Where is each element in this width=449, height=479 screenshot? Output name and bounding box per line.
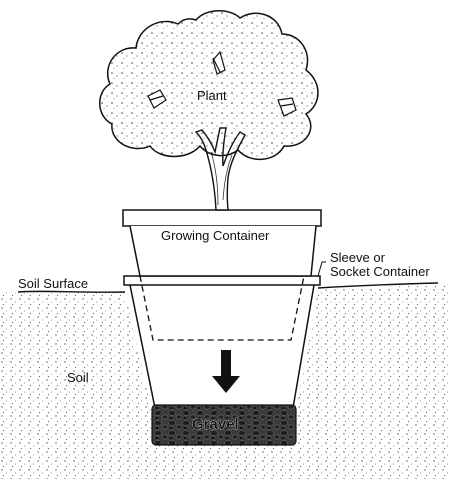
- sleeve-label-line2: Socket Container: [330, 264, 430, 279]
- growing-container-buried-outline: [139, 275, 305, 341]
- soil-surface-label: Soil Surface: [18, 276, 88, 291]
- sleeve-leader-line: [317, 261, 326, 277]
- growing-container-label: Growing Container: [161, 228, 270, 243]
- plant-label: Plant: [197, 88, 227, 103]
- sleeve-label-line1: Sleeve or: [330, 250, 386, 265]
- soil-label: Soil: [67, 370, 89, 385]
- sleeve-container: [123, 275, 321, 409]
- soil-surface-line: [17, 282, 439, 293]
- growing-container: [122, 209, 322, 341]
- soil-area: [0, 284, 449, 479]
- down-arrow: [212, 350, 240, 393]
- gravel-layer: [151, 404, 297, 446]
- gravel-label: Gravel: [192, 416, 239, 433]
- tree-canopy: [99, 10, 319, 160]
